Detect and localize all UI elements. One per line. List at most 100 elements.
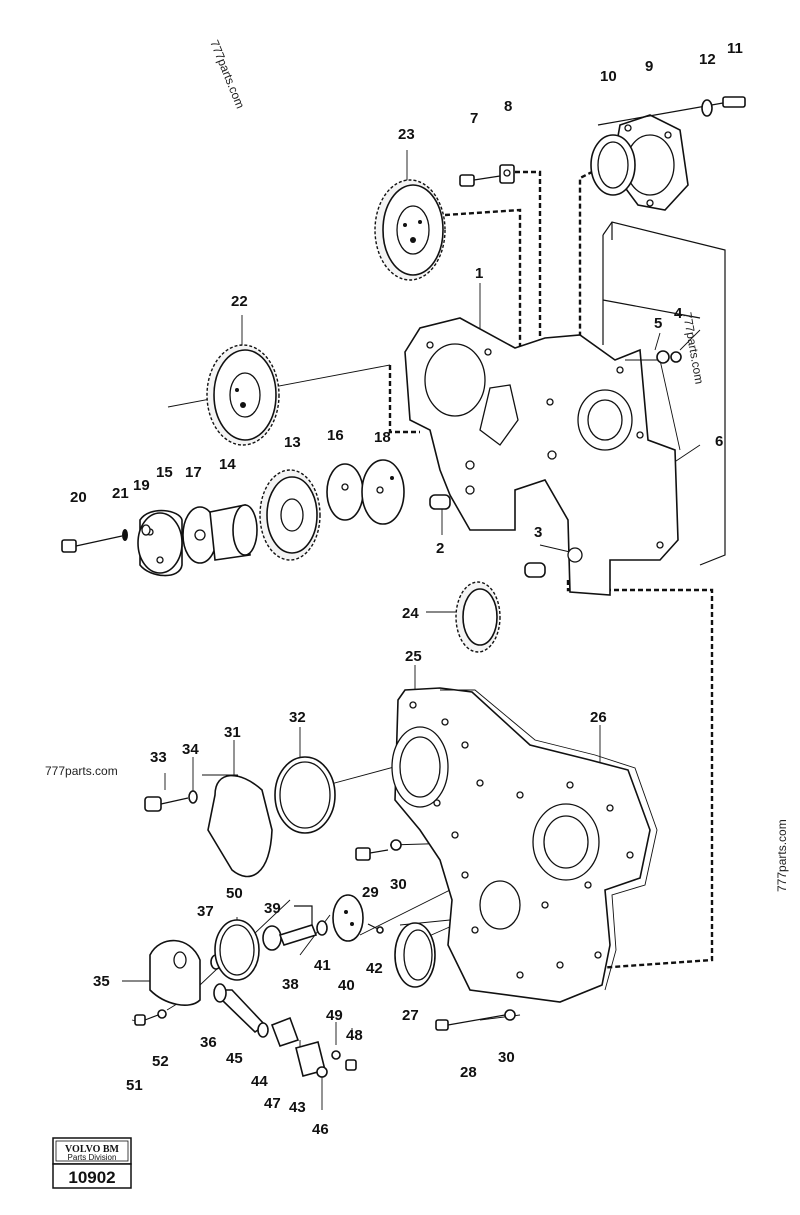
callout-43: 43 — [289, 1099, 306, 1116]
housing-part-35 — [149, 939, 201, 1006]
callout-9: 9 — [645, 58, 653, 75]
callout-20: 20 — [70, 489, 87, 506]
bolt-part-20 — [61, 535, 123, 553]
timing-gear-plate-part-1 — [404, 317, 681, 596]
callout-41: 41 — [314, 957, 331, 974]
callout-34: 34 — [182, 741, 199, 758]
key-part-39 — [294, 905, 313, 925]
callout-42: 42 — [366, 960, 383, 977]
callout-23: 23 — [398, 126, 415, 143]
cover-part-31 — [207, 774, 273, 878]
bolt-part-51 — [134, 1014, 159, 1026]
callout-39: 39 — [264, 900, 281, 917]
callout-36: 36 — [200, 1034, 217, 1051]
lock-plate-part-8 — [499, 164, 515, 184]
screw-part-4 — [670, 351, 682, 363]
seal-housing-part-9 — [611, 114, 689, 211]
callout-11: 11 — [727, 40, 743, 57]
callout-1: 1 — [475, 265, 483, 282]
diagram-code: 10902 — [68, 1168, 115, 1187]
callout-31: 31 — [224, 724, 241, 741]
screw-part-42 — [367, 923, 384, 934]
callout-8: 8 — [504, 98, 512, 115]
callout-15: 15 — [156, 464, 173, 481]
callout-35: 35 — [93, 973, 110, 990]
logo-division: Parts Division — [68, 1153, 117, 1162]
gasket-part-50 — [214, 919, 260, 981]
callout-48: 48 — [346, 1027, 363, 1044]
washer-part-52 — [157, 1009, 167, 1019]
gear-part-24 — [455, 581, 501, 653]
watermark-right-edge: 777parts.com — [775, 819, 789, 892]
watermark-top-right: 777parts.com — [680, 311, 706, 385]
callout-19: 19 — [133, 477, 150, 494]
callout-5: 5 — [654, 315, 662, 332]
hub-part-15 — [137, 509, 183, 577]
bolt-part-29 — [355, 847, 389, 861]
callout-labels: 1 2 3 4 5 6 7 8 9 10 11 12 13 14 15 16 1… — [70, 40, 743, 1138]
gasket-part-26 — [440, 689, 658, 991]
pin-part-3 — [524, 562, 546, 578]
callout-37: 37 — [197, 903, 214, 920]
bolt-part-11 — [597, 96, 746, 126]
callout-7: 7 — [470, 110, 478, 127]
washer-part-16 — [326, 463, 364, 521]
bolt-part-28 — [435, 1014, 506, 1031]
callout-18: 18 — [374, 429, 391, 446]
callout-45: 45 — [226, 1050, 243, 1067]
plate-part-47 — [270, 1016, 300, 1048]
washer-part-34 — [188, 790, 198, 804]
callout-24: 24 — [402, 605, 419, 622]
washer-part-49 — [331, 1050, 341, 1060]
watermark-top-left: 777parts.com — [207, 38, 247, 111]
callout-13: 13 — [284, 434, 301, 451]
callout-28: 28 — [460, 1064, 477, 1081]
callout-21: 21 — [112, 485, 129, 502]
washer-part-21 — [122, 529, 128, 541]
washer-part-30-lower — [504, 1009, 516, 1021]
bolt-part-48 — [345, 1059, 357, 1071]
callout-32: 32 — [289, 709, 306, 726]
volvo-bm-logo: VOLVO BM Parts Division 10902 — [52, 1137, 132, 1189]
bolt-part-33 — [144, 796, 189, 812]
gear-part-13 — [259, 469, 321, 561]
callout-14: 14 — [219, 456, 236, 473]
washer-part-41 — [316, 920, 328, 936]
washer-part-30-upper — [390, 839, 402, 851]
callout-3: 3 — [534, 524, 542, 541]
callout-44: 44 — [251, 1073, 268, 1090]
callout-2: 2 — [436, 540, 444, 557]
plate-part-18 — [361, 459, 405, 525]
gear-part-22 — [206, 344, 280, 446]
callout-52: 52 — [152, 1053, 169, 1070]
callout-4: 4 — [674, 305, 683, 322]
gear-shaft-part-38 — [262, 924, 318, 951]
callout-30-lower: 30 — [498, 1049, 515, 1066]
callout-40: 40 — [338, 977, 355, 994]
seal-part-27 — [394, 922, 436, 988]
callout-33: 33 — [150, 749, 167, 766]
callout-27: 27 — [402, 1007, 419, 1024]
sleeve-part-14 — [209, 504, 258, 561]
flange-part-40 — [332, 894, 364, 942]
callout-22: 22 — [231, 293, 248, 310]
callout-26: 26 — [590, 709, 607, 726]
callout-17: 17 — [185, 464, 202, 481]
logo-brand: VOLVO BM — [65, 1144, 120, 1155]
callout-16: 16 — [327, 427, 344, 444]
nut-part-46 — [316, 1066, 328, 1078]
pin-part-2 — [429, 494, 451, 510]
callout-49: 49 — [326, 1007, 343, 1024]
callout-38: 38 — [282, 976, 299, 993]
timing-cover-part-25 — [391, 687, 651, 1003]
washer-part-5 — [656, 350, 670, 364]
callout-47: 47 — [264, 1095, 281, 1112]
callout-12: 12 — [699, 51, 716, 68]
washer-part-12 — [701, 99, 713, 117]
screw-part-7 — [459, 174, 501, 187]
watermark-middle-left: 777parts.com — [45, 764, 118, 778]
callout-10: 10 — [600, 68, 617, 85]
bushing-part-36 — [213, 983, 227, 1003]
